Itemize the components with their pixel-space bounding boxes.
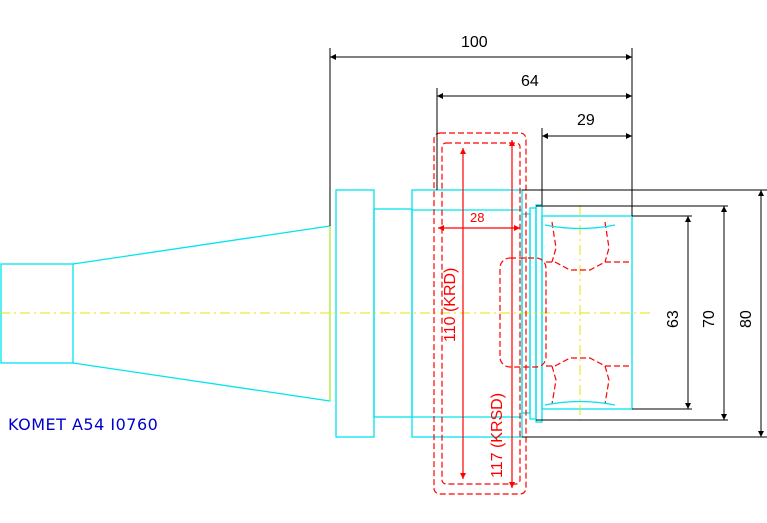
centerlines: [0, 205, 650, 420]
lower-groove: [546, 357, 632, 367]
krsd-label: 117 (KRSD): [489, 393, 506, 478]
dim-label-80: 80: [738, 310, 755, 328]
red-dimensions: [438, 140, 520, 488]
krd-label: 110 (KRD): [442, 268, 459, 342]
dim-label-64: 64: [521, 73, 539, 90]
hidden-geometry: [433, 132, 632, 495]
krd-envelope: [441, 142, 521, 485]
dimensions: [329, 48, 767, 438]
dim-label-100: 100: [461, 34, 488, 51]
slot: [499, 257, 547, 368]
model-label: KOMET A54 I0760: [8, 415, 158, 434]
krsd-envelope: [433, 132, 527, 495]
width-28-label: 28: [470, 210, 484, 225]
upper-groove: [546, 261, 632, 271]
dim-label-70: 70: [701, 310, 718, 328]
dim-label-63: 63: [665, 310, 682, 328]
dim-label-29: 29: [577, 112, 595, 129]
